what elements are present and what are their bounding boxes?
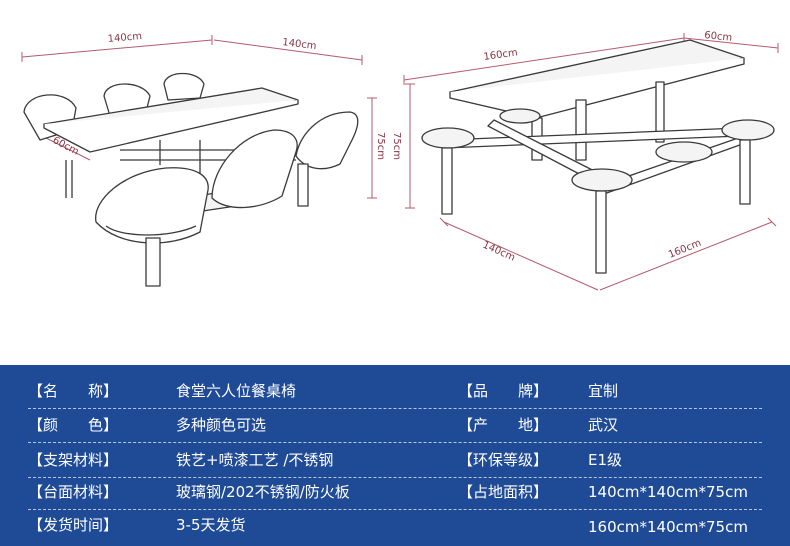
spec-value-name: 食堂六人位餐桌椅 xyxy=(176,382,297,400)
spec-value-footprint-1: 140cm*140cm*75cm xyxy=(588,483,748,501)
spec-row: 【名 称】 食堂六人位餐桌椅 【品 牌】 宜制 xyxy=(0,373,790,409)
spec-label-color: 【颜 色】 xyxy=(28,416,119,434)
spec-label-top-material: 【台面材料】 xyxy=(28,483,119,501)
spec-value-frame-material: 铁艺+喷漆工艺 /不锈钢 xyxy=(176,451,334,469)
spec-row: 【发货时间】 3-5天发货 160cm*140cm*75cm xyxy=(0,507,790,543)
dimension-right-bottom-2: 160cm xyxy=(667,238,703,261)
spec-value-eco-grade: E1级 xyxy=(588,451,623,469)
spec-value-footprint-2: 160cm*140cm*75cm xyxy=(588,518,748,536)
row-divider xyxy=(28,442,762,443)
spec-label-brand: 【品 牌】 xyxy=(458,382,549,400)
dimension-right-bottom-1: 140cm xyxy=(481,240,517,264)
spec-label-frame-material: 【支架材料】 xyxy=(28,451,119,469)
product-drawing: 140cm 140cm 60cm 75cm xyxy=(21,30,779,291)
spec-row: 【支架材料】 铁艺+喷漆工艺 /不锈钢 【环保等级】 E1级 xyxy=(0,442,790,478)
dimension-left-width-1: 140cm xyxy=(107,31,142,45)
spec-label-origin: 【产 地】 xyxy=(458,416,549,434)
row-divider xyxy=(28,408,762,409)
spec-label-empty xyxy=(458,515,572,535)
row-divider xyxy=(28,509,762,510)
spec-value-brand: 宜制 xyxy=(588,382,619,400)
spec-value-top-material: 玻璃钢/202不锈钢/防火板 xyxy=(176,483,350,501)
dimension-right-height: 75cm xyxy=(391,132,402,160)
right-table-illustration: 160cm 60cm 75cm 140cm 160cm xyxy=(391,30,779,291)
spec-value-shipping: 3-5天发货 xyxy=(176,516,246,534)
spec-row: 【颜 色】 多种颜色可选 【产 地】 武汉 xyxy=(0,407,790,443)
left-table-illustration: 140cm 140cm 60cm 75cm xyxy=(21,31,386,287)
spec-row: 【台面材料】 玻璃钢/202不锈钢/防火板 【占地面积】 140cm*140cm… xyxy=(0,474,790,510)
spec-value-color: 多种颜色可选 xyxy=(176,416,267,434)
dimension-left-width-2: 140cm xyxy=(282,37,317,52)
spec-value-origin: 武汉 xyxy=(588,416,619,434)
spec-label-eco-grade: 【环保等级】 xyxy=(458,451,549,469)
spec-panel: 【名 称】 食堂六人位餐桌椅 【品 牌】 宜制 【颜 色】 多种颜色可选 【产 … xyxy=(0,365,790,546)
dimension-left-height: 75cm xyxy=(375,132,386,160)
spec-label-shipping: 【发货时间】 xyxy=(28,516,119,534)
dimension-right-length: 160cm xyxy=(483,47,519,63)
spec-label-footprint: 【占地面积】 xyxy=(458,483,549,501)
row-divider xyxy=(28,477,762,478)
spec-label-name: 【名 称】 xyxy=(28,382,119,400)
dimension-right-width: 60cm xyxy=(704,30,733,44)
